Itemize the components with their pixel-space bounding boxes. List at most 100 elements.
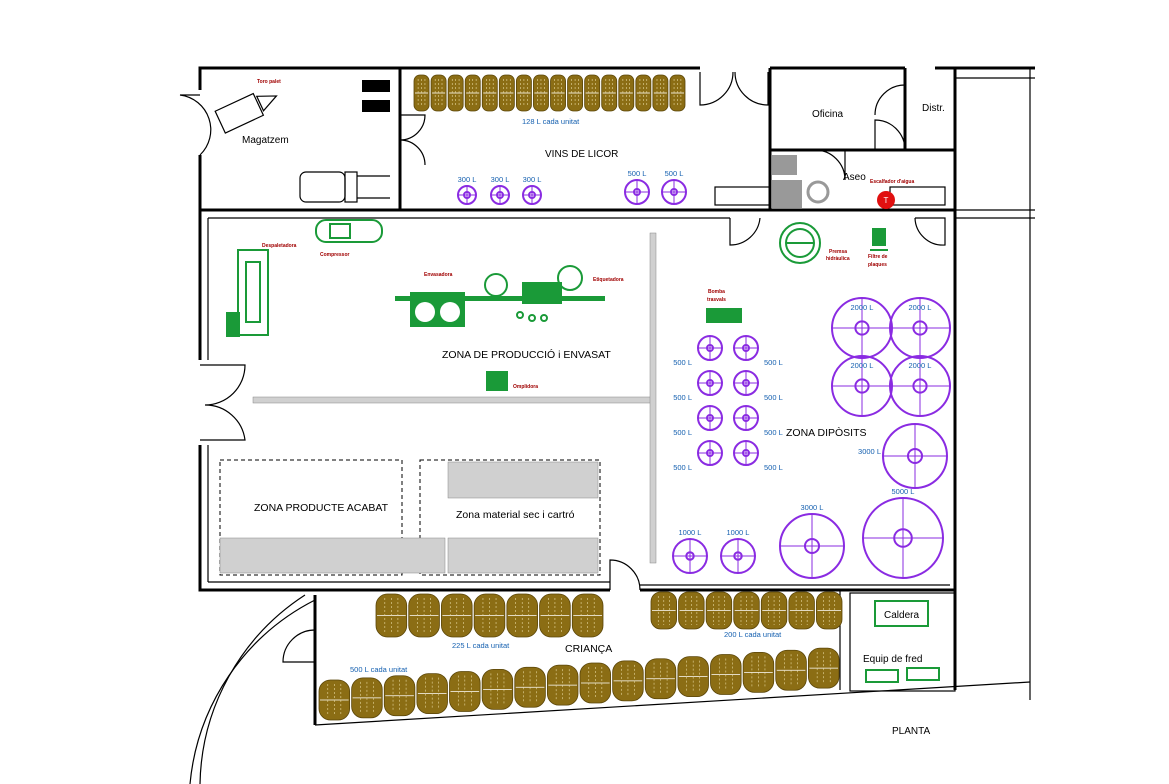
tank: 500 L xyxy=(733,440,783,472)
omplidora-icon xyxy=(486,371,508,391)
equip-fred-unit-2 xyxy=(906,667,940,681)
label-premsa-2: hidràulica xyxy=(826,256,850,262)
barrel xyxy=(351,677,383,719)
tank-capacity-label: 3000 L xyxy=(801,503,824,512)
tank: 500 L xyxy=(673,405,723,437)
barrel xyxy=(678,591,705,630)
tank-capacity-label: 2000 L xyxy=(909,303,932,312)
tank: 2000 L xyxy=(831,297,893,359)
tank-capacity-label: 500 L xyxy=(764,393,783,402)
barrel xyxy=(515,74,532,112)
barrel xyxy=(733,591,760,630)
barrel xyxy=(449,671,481,712)
barrel xyxy=(383,675,416,717)
label-compressor: Compressor xyxy=(320,252,350,258)
tank: 5000 L xyxy=(862,487,944,579)
tank-capacity-label: 1000 L xyxy=(727,528,750,537)
room-label-distr: Distr. xyxy=(922,103,945,114)
room-label-vins-licor: VINS DE LICOR xyxy=(545,149,618,160)
barrel xyxy=(710,654,742,695)
tank-capacity-label: 500 L xyxy=(673,428,692,437)
barrel xyxy=(447,74,464,112)
tank-capacity-label: 300 L xyxy=(458,175,477,184)
tank: 500 L xyxy=(673,440,723,472)
tank: 2000 L xyxy=(889,355,951,417)
envasadora-icon xyxy=(395,292,605,327)
barrel xyxy=(601,74,618,112)
barrel xyxy=(506,593,538,638)
zone-label-diposits: ZONA DIPÒSITS xyxy=(786,426,867,439)
barrel xyxy=(650,591,677,630)
label-filtre-2: plaques xyxy=(868,262,887,268)
barrel xyxy=(677,656,709,698)
barrel xyxy=(618,74,635,112)
barrel xyxy=(514,666,546,708)
label-filtre-1: Filtre de xyxy=(868,254,888,260)
tank-capacity-label: 500 L xyxy=(628,169,647,178)
barrel xyxy=(481,74,498,112)
barrels xyxy=(318,74,843,721)
tank: 1000 L xyxy=(720,528,756,574)
barrel xyxy=(579,662,612,704)
tank: 300 L xyxy=(490,175,510,205)
barrel xyxy=(742,651,775,693)
tank: 300 L xyxy=(457,175,477,205)
barrel xyxy=(533,74,549,112)
barrel xyxy=(498,74,515,112)
caldera-box xyxy=(874,600,929,627)
barrel xyxy=(612,660,644,702)
tank: 3000 L xyxy=(779,503,845,579)
tank-capacity-label: 2000 L xyxy=(851,361,874,370)
barrel-label-500: 500 L cada unitat xyxy=(350,665,408,674)
tank-capacity-label: 5000 L xyxy=(892,487,915,496)
walls xyxy=(179,66,1035,784)
room-label-oficina: Oficina xyxy=(812,109,844,120)
barrel xyxy=(441,593,473,638)
barrel xyxy=(539,593,571,638)
tank: 500 L xyxy=(673,335,723,367)
barrel xyxy=(807,647,840,689)
tank: 500 L xyxy=(624,169,650,205)
tank: 500 L xyxy=(733,405,783,437)
barrel xyxy=(760,591,788,630)
tank-capacity-label: 500 L xyxy=(665,169,684,178)
barrel xyxy=(705,591,733,630)
barrel xyxy=(584,74,601,112)
tank-capacity-label: 500 L xyxy=(673,463,692,472)
rack-material xyxy=(447,537,599,574)
barrel xyxy=(430,74,447,112)
label-premsa-1: Premsa xyxy=(829,249,847,255)
label-etiquetadora: Etiquetadora xyxy=(593,277,624,283)
barrel xyxy=(464,74,481,112)
barrel xyxy=(788,591,815,630)
bomba-icon xyxy=(706,308,742,323)
barrel xyxy=(546,664,579,706)
barrel xyxy=(375,593,408,638)
tank: 500 L xyxy=(733,370,783,402)
zone-producte-acabat xyxy=(219,459,403,576)
escalfador-icon: T xyxy=(877,191,895,209)
barrel xyxy=(567,74,584,112)
label-despaletadora: Despaletadora xyxy=(262,243,297,249)
tank-capacity-label: 300 L xyxy=(491,175,510,184)
tank: 2000 L xyxy=(831,355,893,417)
room-label-aseo: Aseo xyxy=(843,172,866,183)
toilet-fixtures-icon xyxy=(772,155,830,208)
barrel xyxy=(635,74,652,112)
zone-label-producte-acabat: ZONA PRODUCTE ACABAT xyxy=(254,502,389,514)
etiquetadora-icon xyxy=(484,265,583,322)
barrel xyxy=(652,74,669,112)
rack-producte-acabat xyxy=(219,537,446,574)
zone-label-produccio: ZONA DE PRODUCCIÓ i ENVASAT xyxy=(442,348,611,361)
hand-trolley-icon xyxy=(362,80,390,112)
compressor-icon xyxy=(315,219,383,243)
barrel xyxy=(416,673,448,715)
tank-capacity-label: 1000 L xyxy=(679,528,702,537)
pallet-truck-icon xyxy=(214,92,278,134)
svg-text:T: T xyxy=(884,196,889,205)
barrel xyxy=(413,74,430,112)
barrel xyxy=(408,593,440,638)
barrel xyxy=(669,74,686,112)
